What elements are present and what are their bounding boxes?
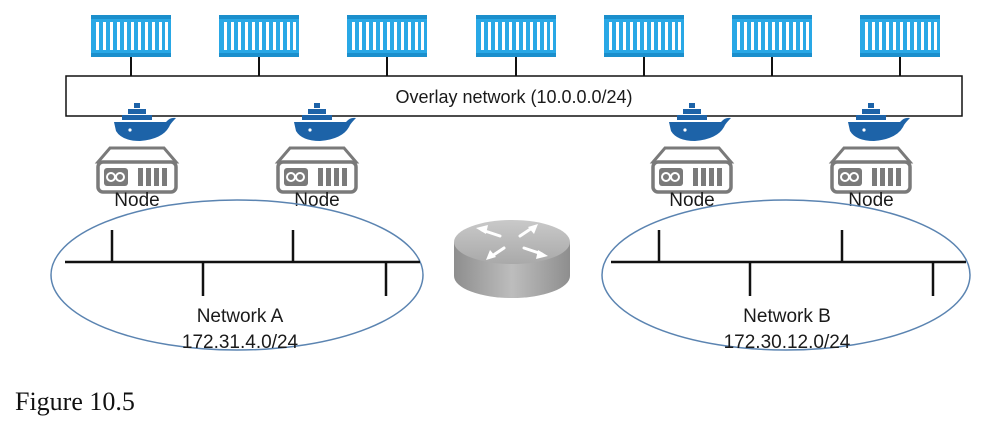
node-label: Node — [669, 190, 714, 211]
container-row — [91, 15, 940, 57]
network-a-boundary — [50, 199, 424, 351]
shipping-container-icon — [476, 15, 556, 57]
router-icon — [454, 220, 570, 298]
network-a-bus — [65, 230, 420, 296]
network-b-boundary — [601, 199, 971, 351]
server-icon — [96, 146, 178, 194]
overlay-network: Overlay network (10.0.0.0/24) — [65, 75, 963, 117]
overlay-network-box — [65, 75, 963, 117]
overlay-network-label: Overlay network (10.0.0.0/24) — [395, 87, 632, 107]
node-a1: Node — [96, 103, 178, 211]
network-a-name: Network A — [197, 306, 284, 327]
shipping-container-icon — [219, 15, 299, 57]
node-label: Node — [114, 190, 159, 211]
shipping-container-icon — [604, 15, 684, 57]
container-connectors — [130, 57, 901, 76]
node-a2: Node — [276, 103, 358, 211]
server-icon — [830, 146, 912, 194]
shipping-container-icon — [732, 15, 812, 57]
figure-caption: Figure 10.5 — [15, 387, 135, 416]
network-b: Network B 172.30.12.0/24 — [601, 199, 971, 353]
network-b-name: Network B — [743, 306, 831, 327]
network-a-cidr: 172.31.4.0/24 — [182, 332, 299, 353]
shipping-container-icon — [347, 15, 427, 57]
network-b-cidr: 172.30.12.0/24 — [724, 332, 851, 353]
network-a: Network A 172.31.4.0/24 — [50, 199, 424, 353]
server-icon — [651, 146, 733, 194]
server-icon — [276, 146, 358, 194]
node-b2: Node — [830, 103, 912, 211]
shipping-container-icon — [860, 15, 940, 57]
node-b1: Node — [651, 103, 733, 211]
network-b-bus — [611, 230, 966, 296]
shipping-container-icon — [91, 15, 171, 57]
